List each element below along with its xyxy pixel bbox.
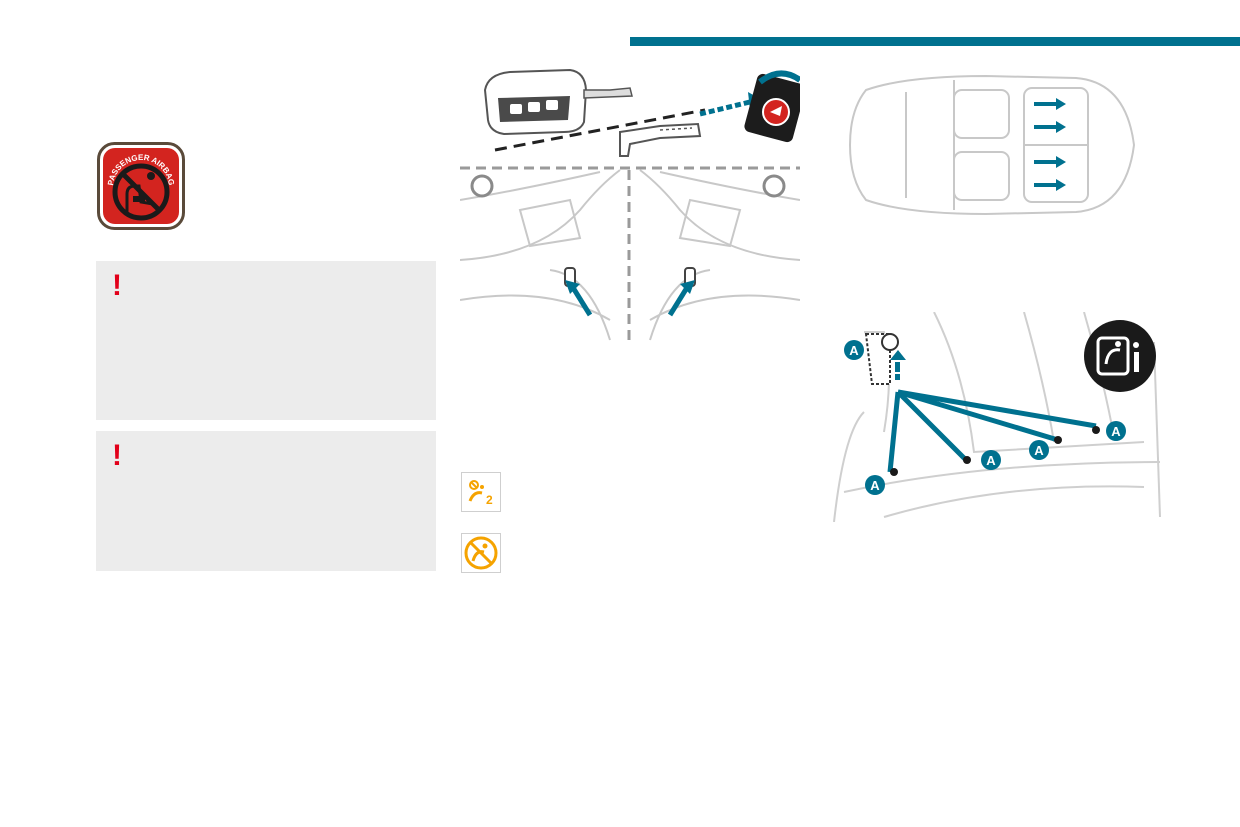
airbag-switch-key-illustration [460, 68, 800, 345]
isofix-anchors-illustration: A A A A A [833, 312, 1161, 522]
warning-box-2: ! [96, 431, 436, 571]
anchor-label-a: A [849, 343, 859, 358]
anchor-label-a: A [986, 453, 996, 468]
warning-exclamation-icon: ! [112, 269, 122, 302]
anchor-label-a: A [870, 478, 880, 493]
warning-box-1: ! [96, 261, 436, 420]
passenger-airbag-label-icon: PASSENGER AIRBAG [97, 142, 185, 230]
anchor-label-a: A [1034, 443, 1044, 458]
header-accent-bar [630, 37, 1240, 46]
isofix-child-seat-icon [1084, 320, 1156, 392]
airbag-switch-icon [744, 70, 800, 143]
tell-tale-number: 2 [486, 493, 493, 507]
key-icon [483, 68, 633, 136]
car-top-view-illustration [848, 74, 1136, 216]
warning-exclamation-icon: ! [112, 439, 122, 472]
anchor-label-a: A [1111, 424, 1121, 439]
passenger-airbag-deactivated-icon [461, 533, 501, 573]
passenger-airbag-off-warning-icon: 2 [461, 472, 501, 512]
